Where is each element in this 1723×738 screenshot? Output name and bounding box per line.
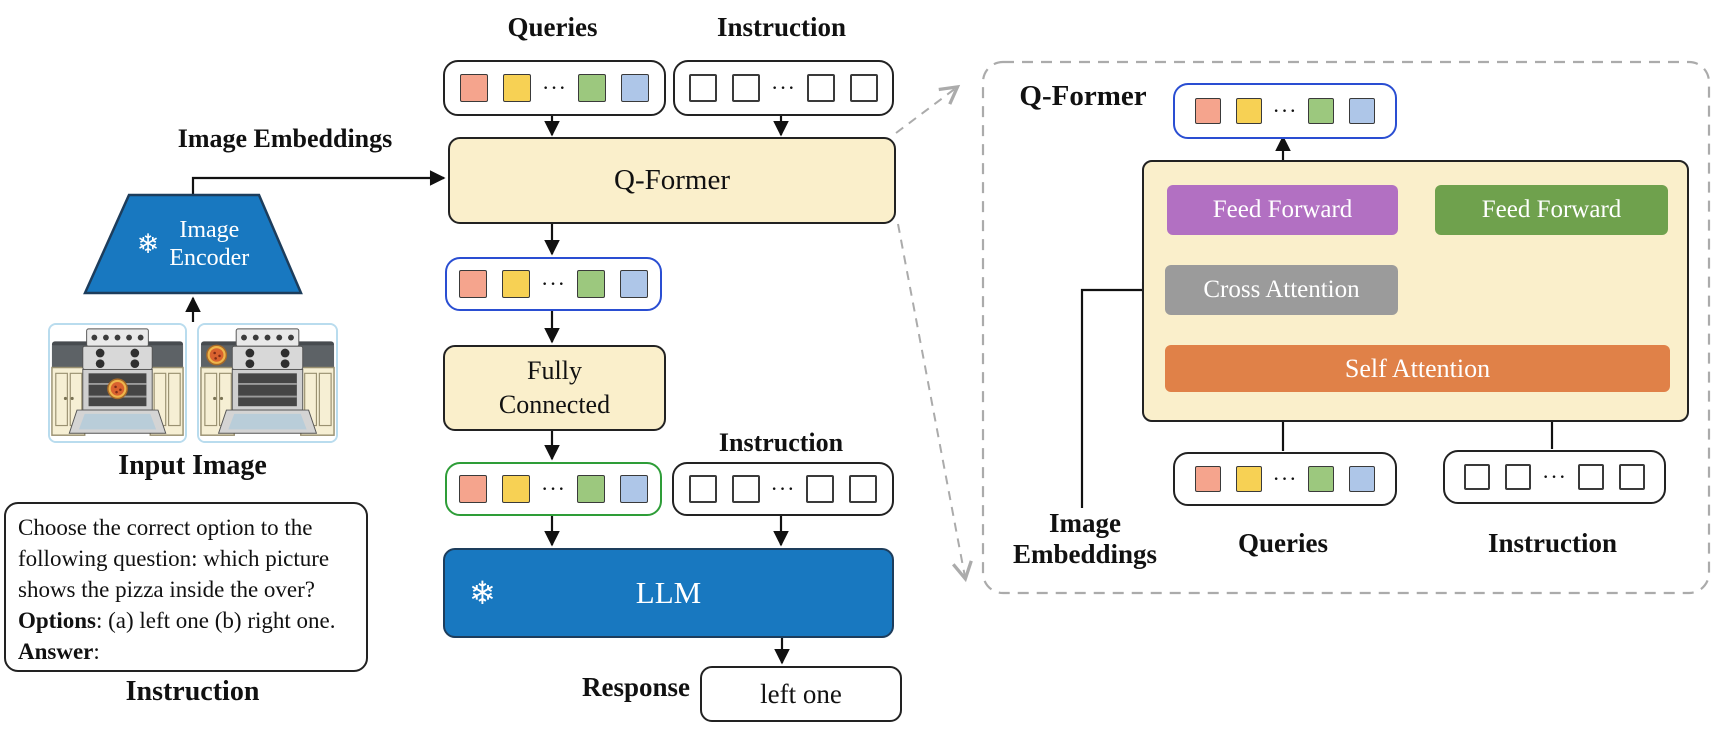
- query-token: [1235, 98, 1262, 124]
- query-token: [1194, 98, 1221, 124]
- query-token: [1349, 466, 1376, 492]
- ellipsis: ···: [1272, 466, 1298, 491]
- qformer-box-label: Q-Former: [614, 164, 730, 196]
- instruction-question: Choose the correct option to the followi…: [18, 515, 330, 602]
- image-encoder-label: Image Encoder: [169, 217, 250, 271]
- text-token: [1618, 464, 1645, 490]
- query-token: [1194, 466, 1221, 492]
- panel-instruction-label: Instruction: [1487, 528, 1617, 558]
- instruction-caption: Instruction: [125, 676, 260, 707]
- query-token: [1308, 466, 1335, 492]
- snowflake-icon: ❄: [136, 228, 160, 259]
- pizza: [206, 344, 228, 366]
- ellipsis: ···: [1542, 464, 1567, 489]
- text-token: [1505, 464, 1531, 490]
- fully-connected-box: Fully Connected: [443, 345, 666, 431]
- text-token: [849, 74, 878, 102]
- qformer-output-token-box: ···: [445, 257, 662, 311]
- zoom-connector-top: [895, 84, 961, 134]
- ellipsis: ···: [541, 476, 566, 501]
- query-token: [619, 270, 648, 298]
- qformer-panel-title: Q-Former: [1019, 80, 1147, 112]
- instruction-text-box: Choose the correct option to the followi…: [4, 502, 368, 672]
- input-image-right: [197, 323, 338, 443]
- panel-output-token-box: ···: [1173, 83, 1397, 139]
- snowflake-icon: ❄: [469, 575, 496, 611]
- query-token: [619, 475, 648, 503]
- query-token: [576, 475, 605, 503]
- instruction-label-middle: Instruction: [718, 428, 844, 457]
- queries-token-box: ···: [443, 60, 666, 116]
- pizza: [107, 378, 128, 400]
- text-token: [689, 74, 717, 102]
- image-encoder-trapezoid: [83, 193, 303, 295]
- arrow-embeddings-to-qformer: [191, 170, 446, 194]
- query-token: [459, 270, 487, 298]
- query-token: [576, 270, 605, 298]
- query-token: [620, 74, 649, 102]
- query-token: [460, 74, 488, 102]
- response-box: left one: [700, 666, 902, 722]
- image-embeddings-label: Image Embeddings: [177, 124, 393, 153]
- ellipsis: ···: [771, 75, 796, 100]
- oven-illustration-pizza-on-counter: [199, 325, 336, 441]
- ellipsis: ···: [1272, 98, 1298, 123]
- text-token: [1464, 464, 1490, 490]
- instruction-label-top: Instruction: [716, 12, 846, 42]
- text-token: [1577, 464, 1604, 490]
- ellipsis: ···: [542, 75, 567, 100]
- instruction-token-box-top: ···: [673, 60, 894, 116]
- query-token: [503, 74, 531, 102]
- llm-label: LLM: [635, 575, 702, 610]
- queries-label-top: Queries: [507, 12, 598, 42]
- text-token: [732, 74, 760, 102]
- text-token: [731, 475, 760, 503]
- panel-instruction-token-box: ···: [1443, 450, 1666, 504]
- input-image-left: [48, 323, 187, 443]
- fc-output-token-box: ···: [445, 462, 662, 516]
- zoom-connector-bottom: [897, 223, 973, 583]
- text-token: [849, 475, 878, 503]
- instruction-options: Options: (a) left one (b) right one.: [18, 608, 336, 633]
- text-token: [688, 475, 717, 503]
- panel-queries-label: Queries: [1238, 528, 1328, 558]
- query-token: [502, 475, 530, 503]
- response-value: left one: [760, 678, 842, 709]
- text-token: [806, 475, 835, 503]
- response-label: Response: [581, 672, 690, 702]
- qformer-box: Q-Former: [448, 137, 896, 224]
- text-token: [806, 74, 835, 102]
- query-token: [577, 74, 606, 102]
- panel-queries-token-box: ···: [1173, 452, 1397, 506]
- cross-attention-box: Cross Attention: [1165, 265, 1398, 315]
- oven-illustration-pizza-inside: [50, 325, 185, 441]
- feed-forward-left-box: Feed Forward: [1167, 185, 1398, 235]
- llm-box: ❄ LLM: [443, 548, 894, 638]
- query-token: [1308, 98, 1335, 124]
- ellipsis: ···: [541, 271, 566, 296]
- image-encoder: ❄ Image Encoder: [83, 193, 303, 295]
- query-token: [1235, 466, 1262, 492]
- panel-image-embeddings-label: Image Embeddings: [1012, 508, 1158, 570]
- ellipsis: ···: [770, 476, 796, 501]
- feed-forward-right-box: Feed Forward: [1435, 185, 1668, 235]
- query-token: [459, 475, 487, 503]
- instruction-answer: Answer:: [18, 639, 100, 664]
- input-image-label: Input Image: [118, 450, 267, 481]
- query-token: [1349, 98, 1376, 124]
- query-token: [502, 270, 530, 298]
- self-attention-box: Self Attention: [1165, 345, 1670, 392]
- instruction-token-box-middle: ···: [672, 462, 894, 516]
- fully-connected-label: Fully Connected: [498, 356, 611, 419]
